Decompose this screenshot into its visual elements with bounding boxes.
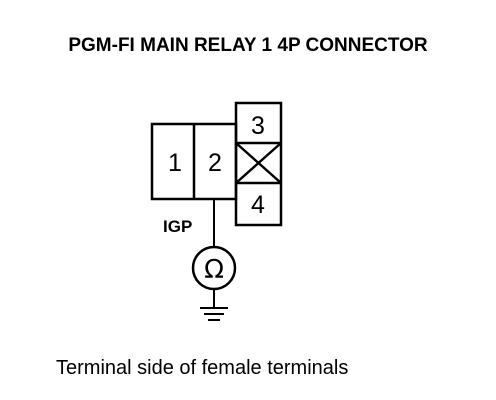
pin-4-label: 4: [251, 191, 265, 219]
diagram-caption: Terminal side of female terminals: [56, 357, 348, 379]
probe-label: IGP: [163, 217, 192, 236]
ground-icon: [200, 307, 228, 321]
connector-right-column: [234, 101, 283, 227]
pin-2-label: 2: [208, 149, 222, 177]
connector-body: [150, 101, 283, 227]
pin-1-label: 1: [168, 149, 182, 177]
pin-3-label: 3: [251, 112, 265, 140]
ohm-symbol: Ω: [204, 255, 224, 285]
diagram-title: PGM-FI MAIN RELAY 1 4P CONNECTOR: [68, 35, 428, 56]
blank-cavity-x2: [235, 142, 282, 184]
